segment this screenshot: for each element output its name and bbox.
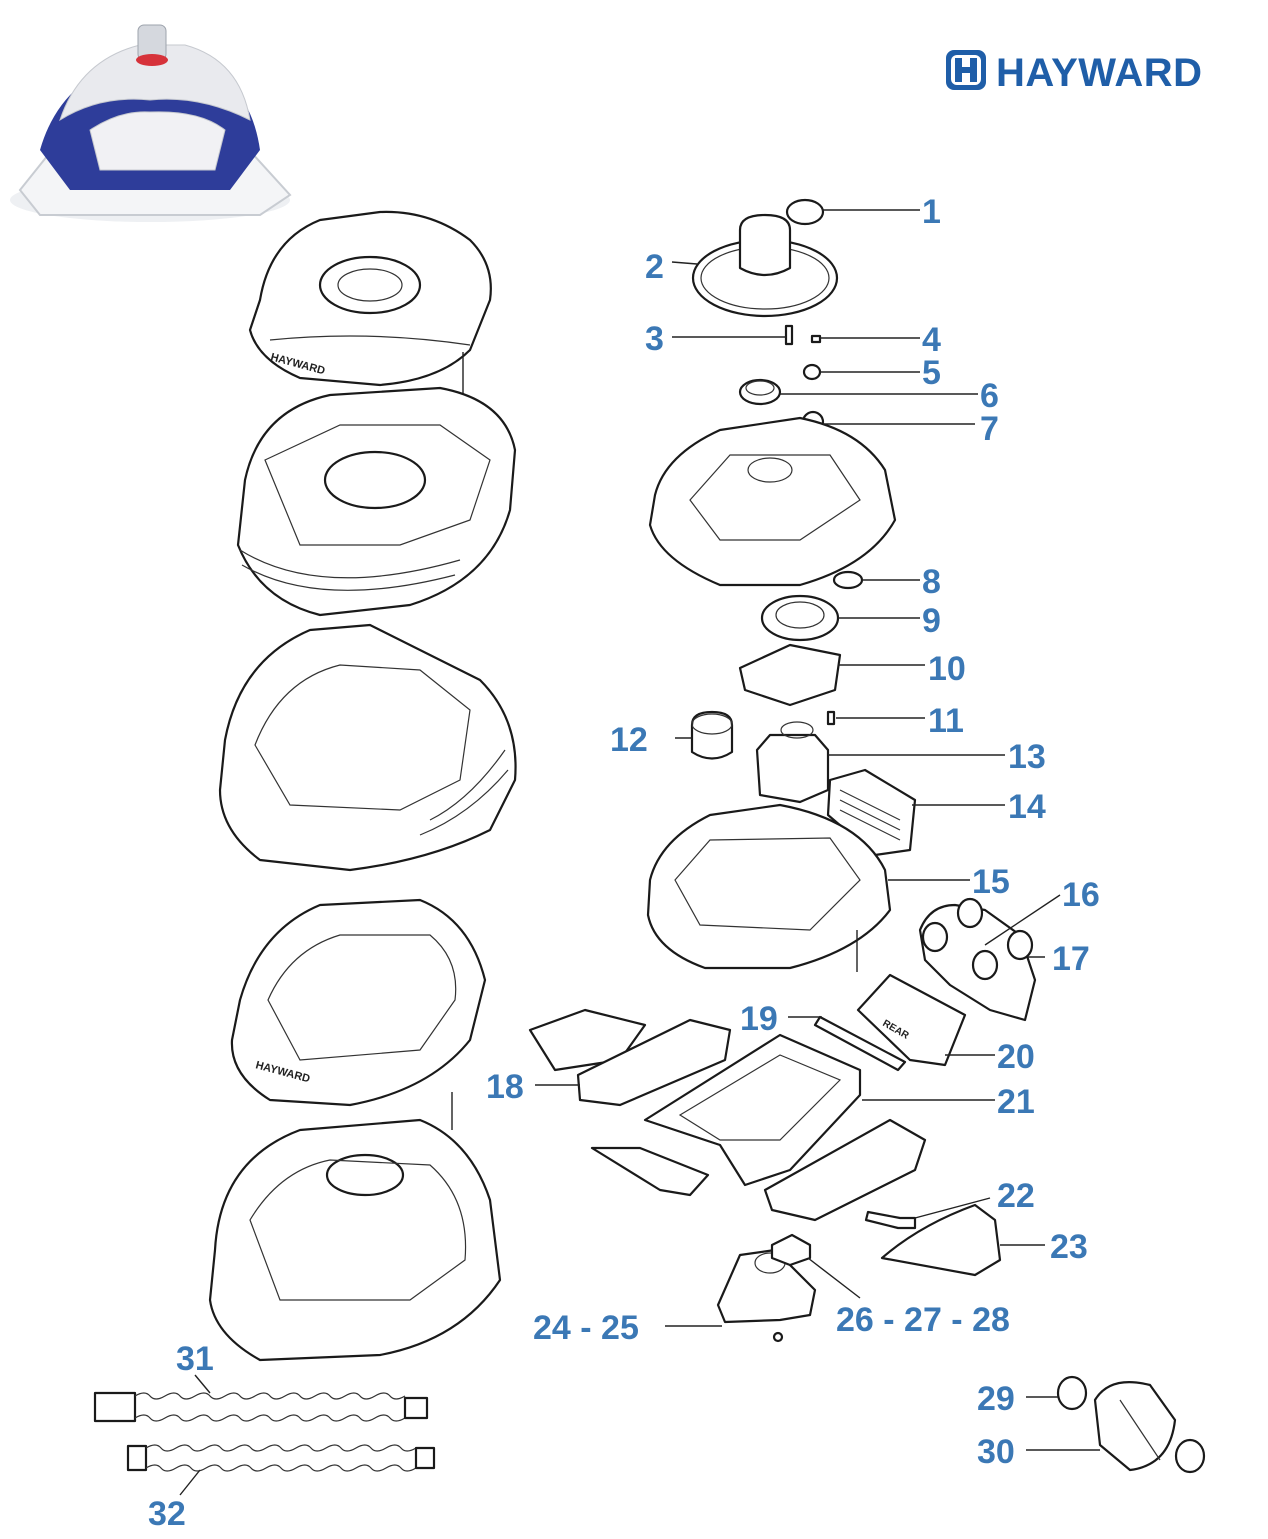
callout-2: 2 — [645, 248, 664, 286]
brand-name: HAYWARD — [996, 51, 1203, 95]
callout-21: 21 — [997, 1083, 1035, 1121]
callout-4: 4 — [922, 321, 941, 359]
product-photo — [10, 24, 292, 222]
callout-17: 17 — [1052, 940, 1090, 978]
callout-13: 13 — [1008, 738, 1046, 776]
callout-15: 15 — [972, 863, 1010, 901]
callout-32: 32 — [148, 1495, 186, 1533]
callout-18: 18 — [486, 1068, 524, 1106]
callout-26-27-28: 26 - 27 - 28 — [836, 1301, 1010, 1339]
top-cover-part: HAYWARD — [248, 210, 492, 387]
callout-10: 10 — [928, 650, 966, 688]
middle-body-part — [218, 623, 517, 872]
callout-9: 9 — [922, 602, 941, 640]
callout-5: 5 — [922, 354, 941, 392]
hayward-h-logo-icon — [946, 50, 986, 90]
callout-31: 31 — [176, 1340, 214, 1378]
hose-short-part — [126, 1444, 436, 1472]
callout-22: 22 — [997, 1177, 1035, 1215]
callout-7: 7 — [980, 410, 999, 448]
callout-8: 8 — [922, 563, 941, 601]
callout-30: 30 — [977, 1433, 1015, 1471]
callout-29: 29 — [977, 1380, 1015, 1418]
base-body-part — [208, 1118, 502, 1362]
callout-11: 11 — [928, 702, 964, 740]
upper-body-part — [236, 386, 517, 617]
callout-16: 16 — [1062, 876, 1100, 914]
callout-23: 23 — [1050, 1228, 1088, 1266]
callout-1: 1 — [922, 193, 941, 231]
callout-24-25: 24 - 25 — [533, 1309, 639, 1347]
callout-6: 6 — [980, 377, 999, 415]
drive-parts: REAR — [528, 198, 1206, 1474]
callout-14: 14 — [1008, 788, 1046, 826]
callout-labels: 1 2 3 4 5 6 7 8 9 10 11 12 13 14 15 16 1… — [148, 193, 1100, 1533]
callout-19: 19 — [740, 1000, 778, 1038]
callout-3: 3 — [645, 320, 664, 358]
callout-12: 12 — [610, 721, 648, 759]
hayward-logo: HAYWARD — [946, 50, 1203, 95]
callout-20: 20 — [997, 1038, 1035, 1076]
leader-lines — [179, 209, 1100, 1496]
lower-cover-part: HAYWARD — [230, 898, 487, 1107]
hose-long-part — [93, 1391, 429, 1423]
